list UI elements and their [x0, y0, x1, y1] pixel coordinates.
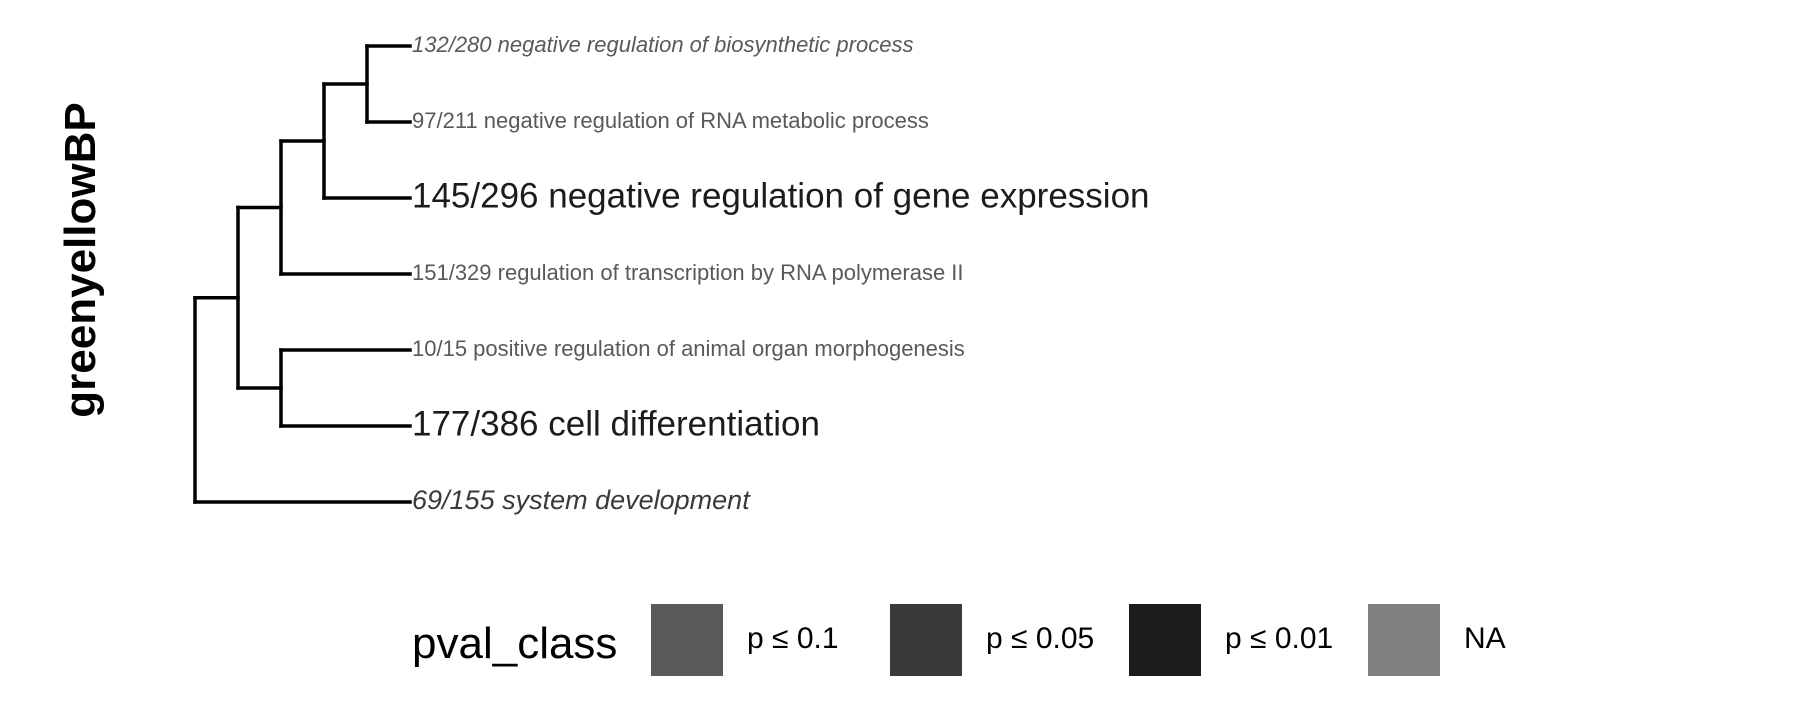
leaf-label: 145/296 negative regulation of gene expr… — [412, 176, 1150, 215]
leaf-label: 132/280 negative regulation of biosynthe… — [412, 32, 913, 57]
leaf-label: 151/329 regulation of transcription by R… — [412, 260, 964, 285]
legend-label: p ≤ 0.1 — [747, 622, 839, 655]
legend-label: NA — [1464, 622, 1506, 655]
leaf-label: 10/15 positive regulation of animal orga… — [412, 336, 965, 361]
leaf-labels: 132/280 negative regulation of biosynthe… — [412, 32, 1150, 515]
y-axis-label: greenyellowBP — [56, 102, 105, 417]
leaf-label: 97/211 negative regulation of RNA metabo… — [412, 108, 929, 133]
leaf-label: 69/155 system development — [412, 485, 751, 515]
legend-swatch — [1129, 604, 1201, 676]
legend-label: p ≤ 0.05 — [986, 622, 1094, 655]
legend-label: p ≤ 0.01 — [1225, 622, 1333, 655]
legend-swatch — [651, 604, 723, 676]
dendrogram-branches — [193, 44, 412, 504]
legend-swatch — [1368, 604, 1440, 676]
legend: pval_class p ≤ 0.1 p ≤ 0.05 p ≤ 0.01 NA — [412, 604, 1506, 676]
legend-title: pval_class — [412, 619, 617, 668]
leaf-label: 177/386 cell differentiation — [412, 404, 820, 443]
legend-swatch — [890, 604, 962, 676]
